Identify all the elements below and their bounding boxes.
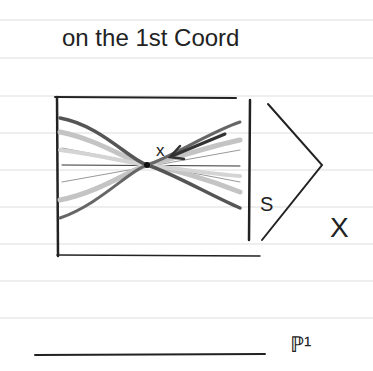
- ruled-lines: [0, 20, 373, 318]
- space-label: X: [330, 214, 349, 242]
- fibre-label: S: [260, 194, 273, 214]
- point-label: x: [156, 142, 165, 159]
- heading-note: on the 1st Coord: [62, 26, 239, 50]
- base-label: ℙ¹: [290, 334, 311, 356]
- fibration: [35, 97, 322, 355]
